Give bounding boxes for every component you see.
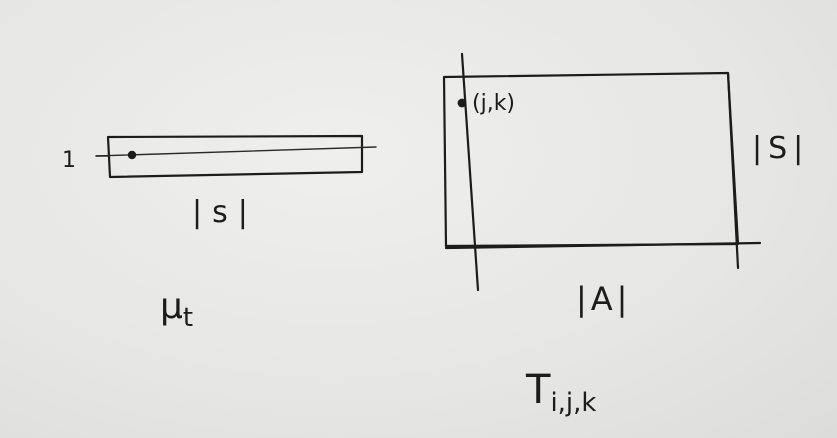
matrix-caption-sub: i,j,k	[550, 388, 596, 418]
mu-caption-sub: t	[183, 303, 193, 333]
mu-vector-figure	[95, 134, 377, 179]
transition-matrix-figure	[442, 52, 762, 292]
matrix-right-edge	[726, 71, 740, 270]
mu-vector-row-line	[95, 146, 377, 157]
mu-width-label: |s|	[192, 195, 258, 230]
matrix-entry-dot	[457, 98, 467, 108]
matrix-caption-main: T	[525, 367, 551, 413]
matrix-height-label: |S|	[752, 131, 809, 166]
mu-row-label: 1	[62, 148, 76, 173]
mu-caption: μt	[160, 286, 193, 333]
mu-caption-main: μ	[160, 286, 183, 327]
matrix-column-line	[460, 52, 480, 292]
matrix-bottom-axis	[444, 241, 762, 250]
mu-vector-entry-dot	[127, 150, 137, 160]
matrix-width-label: |A|	[576, 280, 631, 318]
mu-vector-outline	[106, 134, 364, 179]
matrix-caption: Ti,j,k	[525, 367, 596, 418]
matrix-point-label: (j,k)	[472, 91, 515, 116]
